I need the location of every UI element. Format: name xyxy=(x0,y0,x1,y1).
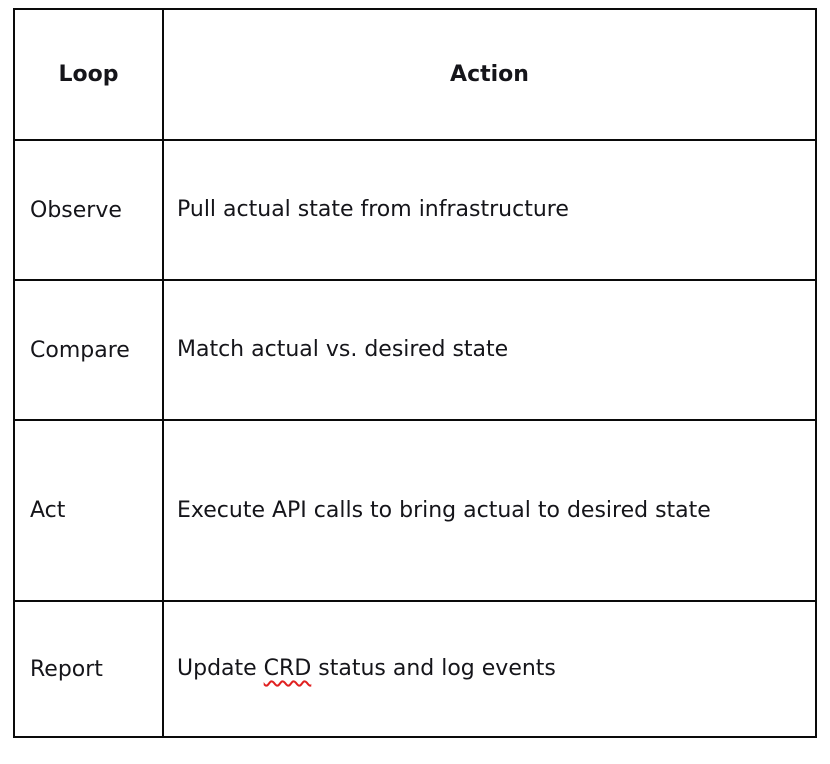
column-header-action: Action xyxy=(162,8,817,141)
action-cell-compare: Match actual vs. desired state xyxy=(162,279,817,421)
action-text: Update CRD status and log events xyxy=(177,646,747,692)
column-header-loop: Loop xyxy=(13,8,164,141)
loop-cell-compare: Compare xyxy=(13,279,164,421)
table-header-row: Loop Action xyxy=(13,8,817,141)
loop-action-table: Loop Action Observe Pull actual state fr… xyxy=(13,8,817,738)
loop-cell-observe: Observe xyxy=(13,139,164,281)
table-row-compare: Compare Match actual vs. desired state xyxy=(13,279,817,421)
action-text: Pull actual state from infrastructure xyxy=(177,197,569,222)
action-cell-act: Execute API calls to bring actual to des… xyxy=(162,419,817,602)
table-row-report: Report Update CRD status and log events xyxy=(13,600,817,738)
action-cell-report: Update CRD status and log events xyxy=(162,600,817,738)
action-text: Execute API calls to bring actual to des… xyxy=(177,497,711,523)
action-cell-observe: Pull actual state from infrastructure xyxy=(162,139,817,281)
table-row-observe: Observe Pull actual state from infrastru… xyxy=(13,139,817,281)
action-text-segment: Update xyxy=(177,656,264,681)
loop-cell-report: Report xyxy=(13,600,164,738)
table-row-act: Act Execute API calls to bring actual to… xyxy=(13,419,817,602)
action-text-segment: status and log events xyxy=(311,656,556,681)
misspelled-word-crd: CRD xyxy=(263,656,312,681)
action-text: Match actual vs. desired state xyxy=(177,337,509,362)
loop-cell-act: Act xyxy=(13,419,164,602)
